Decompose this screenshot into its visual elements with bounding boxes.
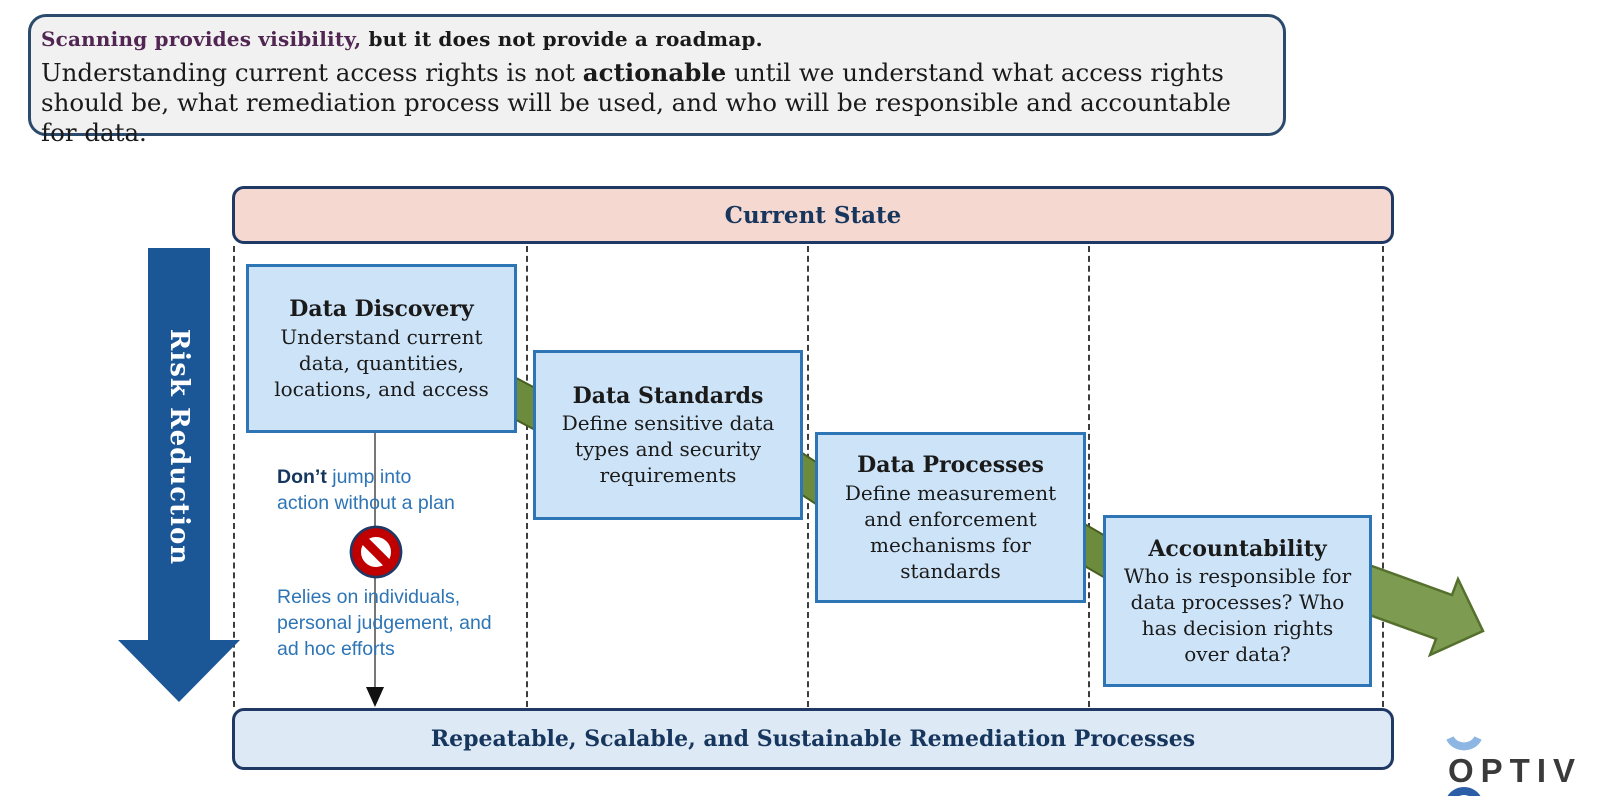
- optiv-logo-marks: [1446, 736, 1482, 796]
- annotation-relies: Relies on individuals, personal judgemen…: [277, 586, 492, 661]
- stage-box-accountability: Accountability Who is responsible for da…: [1103, 515, 1372, 687]
- note-lead-highlight: Scanning provides visibility,: [41, 27, 362, 51]
- prohibition-icon: [349, 525, 403, 579]
- note-body-bold: actionable: [582, 58, 727, 87]
- stage-title: Data Processes: [857, 452, 1044, 479]
- note-lead-rest: but it does not provide a roadmap.: [361, 27, 763, 51]
- remediation-processes-bar: Repeatable, Scalable, and Sustainable Re…: [232, 708, 1394, 770]
- note-body: Understanding current access rights is n…: [41, 58, 1263, 148]
- stage-box-data-processes: Data Processes Define measurement and en…: [815, 432, 1086, 603]
- note-box: Scanning provides visibility, but it doe…: [28, 14, 1286, 147]
- stage-title: Accountability: [1148, 535, 1327, 562]
- stage-box-data-discovery: Data Discovery Understand current data, …: [246, 264, 517, 433]
- current-state-label: Current State: [724, 201, 902, 229]
- stage-box-data-standards: Data Standards Define sensitive data typ…: [533, 350, 803, 520]
- current-state-bar: Current State: [232, 186, 1394, 244]
- note-lead: Scanning provides visibility, but it doe…: [41, 27, 1263, 51]
- column-divider-2: [526, 246, 528, 707]
- annotation-dont-jump: Don’t jump into action without a plan: [277, 464, 467, 516]
- stage-description: Who is responsible for data processes? W…: [1123, 564, 1352, 667]
- annotation-dont-bold: Don’t: [277, 466, 327, 488]
- stage-description: Define sensitive data types and security…: [561, 411, 775, 488]
- stage-title: Data Discovery: [289, 296, 474, 323]
- drop-arrowhead-icon: [366, 687, 384, 707]
- optiv-wordmark: OPTIV: [1448, 752, 1583, 789]
- stage-description: Understand current data, quantities, loc…: [274, 324, 489, 401]
- optiv-logo: OPTIV: [1440, 730, 1600, 796]
- logo-arc-bottom-icon: [1447, 787, 1481, 796]
- stage-description: Define measurement and enforcement mecha…: [844, 480, 1057, 583]
- column-divider-3: [807, 246, 809, 707]
- annotation-dont-rest: jump into action without a plan: [277, 466, 455, 515]
- note-body-after: until we understand what access rights s…: [41, 58, 1231, 147]
- risk-reduction-label: Risk Reduction: [164, 328, 194, 566]
- remediation-processes-label: Repeatable, Scalable, and Sustainable Re…: [430, 726, 1196, 752]
- stage-title: Data Standards: [572, 382, 764, 409]
- column-divider-5: [1382, 246, 1384, 707]
- logo-breve-top-icon: [1446, 736, 1482, 751]
- column-divider-1: [233, 246, 235, 707]
- note-body-before: Understanding current access rights is n…: [41, 58, 583, 87]
- column-divider-4: [1088, 246, 1090, 707]
